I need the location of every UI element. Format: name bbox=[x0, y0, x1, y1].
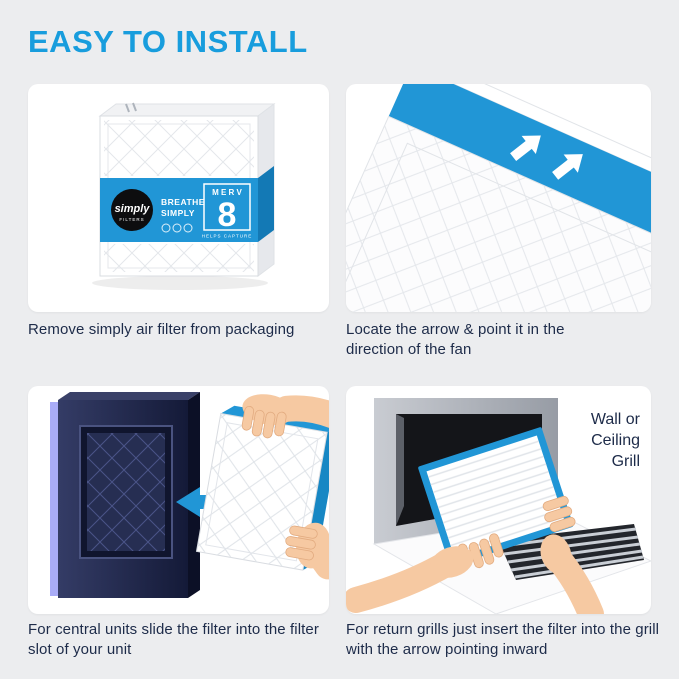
step-2-caption: Locate the arrow & point it in the direc… bbox=[346, 321, 565, 359]
fingers-right bbox=[542, 495, 576, 532]
step-4-illustration: Wall or Ceiling Grill bbox=[346, 398, 651, 614]
brand-logo-text: simply bbox=[115, 203, 151, 215]
grill-label-line-3: Grill bbox=[612, 453, 640, 470]
direction-arrows-icon bbox=[510, 135, 583, 180]
hands bbox=[346, 534, 604, 614]
hvac-unit bbox=[50, 392, 200, 598]
quilt-top bbox=[104, 120, 254, 176]
allergen-icons bbox=[161, 223, 193, 233]
filter-blue-frame-stripe bbox=[388, 84, 651, 292]
step-1-caption: Remove simply air filter from packaging bbox=[28, 321, 295, 338]
opening-reveal bbox=[396, 414, 404, 526]
palm-left bbox=[430, 546, 474, 578]
merv-label: M E R V bbox=[212, 188, 242, 197]
grill-label-line-2: Ceiling bbox=[591, 432, 640, 449]
filter-face-quilt bbox=[346, 116, 651, 312]
tagline-line-1: BREATHE bbox=[161, 197, 205, 207]
unit-top-face bbox=[58, 392, 200, 400]
dimension-marks bbox=[125, 102, 137, 113]
brand-band-side bbox=[258, 166, 274, 242]
filter-package: simply FILTERS BREATHE SIMPLY M E R V 8 … bbox=[98, 102, 276, 277]
fingers-top bbox=[241, 405, 287, 439]
filter-panel bbox=[418, 427, 576, 569]
step-4-caption: For return grills just insert the filter… bbox=[346, 621, 660, 659]
quilt-bottom bbox=[104, 244, 254, 272]
step-1-illustration: simply FILTERS BREATHE SIMPLY M E R V 8 … bbox=[92, 102, 276, 290]
grill-label: Wall or Ceiling Grill bbox=[591, 411, 641, 470]
step-3-caption: For central units slide the filter into … bbox=[28, 621, 319, 659]
unit-glow bbox=[50, 402, 59, 596]
hand-top bbox=[241, 394, 329, 439]
step-3-illustration bbox=[50, 392, 329, 598]
palm-right bbox=[540, 534, 572, 574]
package-shadow bbox=[92, 276, 268, 290]
helps-capture-label: HELPS CAPTURE bbox=[202, 234, 253, 239]
filter-panel bbox=[195, 394, 329, 580]
fingers-right bbox=[285, 525, 318, 561]
filter-edge-view bbox=[346, 84, 651, 312]
filter-slot-quilt bbox=[87, 433, 165, 551]
brand-logo-circle bbox=[111, 189, 153, 231]
merv-value: 8 bbox=[218, 196, 237, 234]
grill-label-line-1: Wall or bbox=[591, 411, 641, 428]
filter-face-inner-border bbox=[346, 142, 651, 312]
step-1-card: simply FILTERS BREATHE SIMPLY M E R V 8 … bbox=[28, 84, 329, 312]
tagline-line-2: SIMPLY bbox=[161, 208, 195, 218]
step-2-illustration bbox=[346, 84, 651, 312]
arrow-left-icon bbox=[176, 487, 224, 517]
hand-right bbox=[285, 522, 329, 580]
step-4-card: Wall or Ceiling Grill bbox=[346, 386, 651, 614]
step-3-card bbox=[28, 386, 329, 614]
merv-box bbox=[203, 183, 251, 231]
brand-logo-subtext: FILTERS bbox=[119, 217, 144, 222]
page-title: EASY TO INSTALL bbox=[28, 24, 308, 59]
filter-pleats bbox=[426, 435, 565, 558]
step-2-card bbox=[346, 84, 651, 312]
